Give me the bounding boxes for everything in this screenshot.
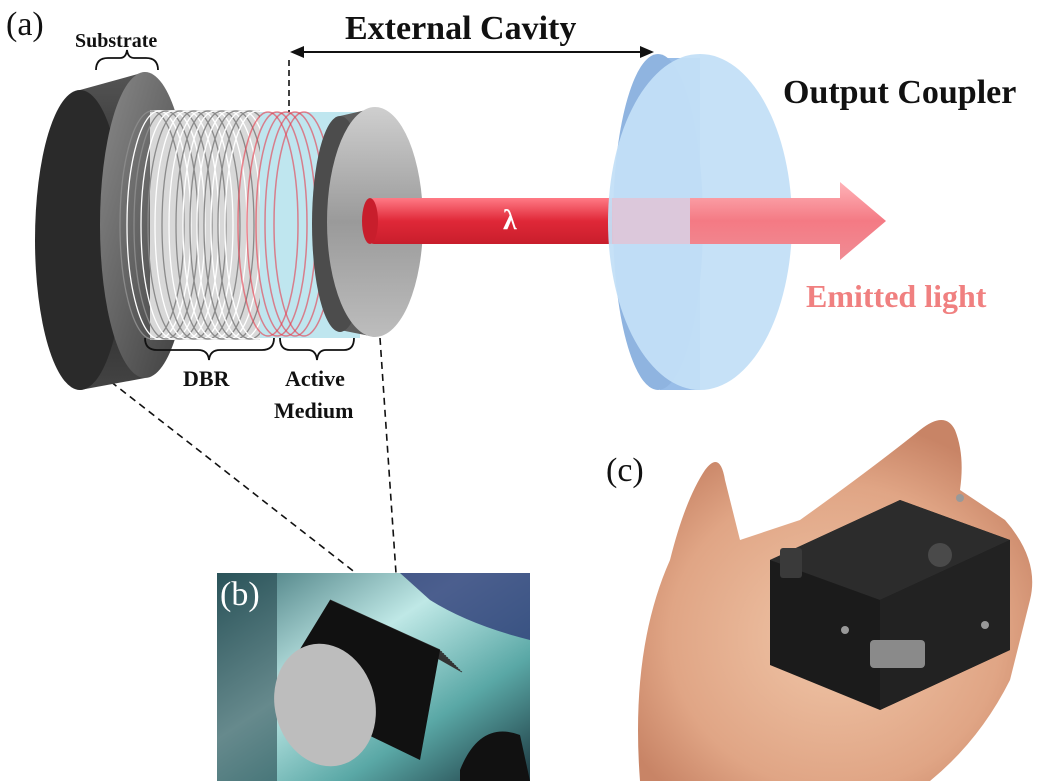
panel-a-label: (a): [6, 6, 44, 43]
quantum-well-layer: [237, 111, 299, 337]
active-label: Active: [285, 366, 345, 391]
dbr-layer: [189, 110, 255, 340]
external-cavity-label: External Cavity: [345, 10, 577, 47]
photo-c: [638, 420, 1033, 781]
dbr-layer: [168, 110, 234, 340]
emitted-beam-arrow: [690, 182, 886, 260]
dbr-brace: [144, 337, 275, 361]
lambda-label: λ: [503, 205, 517, 236]
photo-b: [217, 573, 530, 781]
dbr-layer: [126, 110, 192, 340]
dbr-layer: [133, 110, 199, 340]
substrate-brace: [95, 49, 159, 71]
dbr-layer: [147, 110, 213, 340]
beam-in-coupler: [612, 198, 692, 244]
dbr-stack: [119, 110, 290, 340]
emitted-light-label: Emitted light: [806, 278, 987, 314]
substrate-label: Substrate: [75, 30, 158, 52]
dbr-layer: [175, 110, 241, 340]
zoom-line-right: [379, 337, 398, 589]
quantum-well-layer: [246, 111, 308, 337]
dbr-label: DBR: [183, 366, 230, 391]
dbr-layer: [140, 110, 206, 340]
dbr-layer: [154, 110, 220, 340]
output-coupler-label: Output Coupler: [783, 74, 1017, 111]
dbr-layer: [161, 110, 227, 340]
dbr-layer: [119, 110, 185, 340]
medium-label: Medium: [274, 398, 354, 423]
panel-b-label: (b): [220, 576, 260, 613]
active-medium-brace: [279, 337, 355, 361]
panel-c-label: (c): [606, 452, 644, 489]
external-cavity-arrow: [290, 46, 654, 58]
